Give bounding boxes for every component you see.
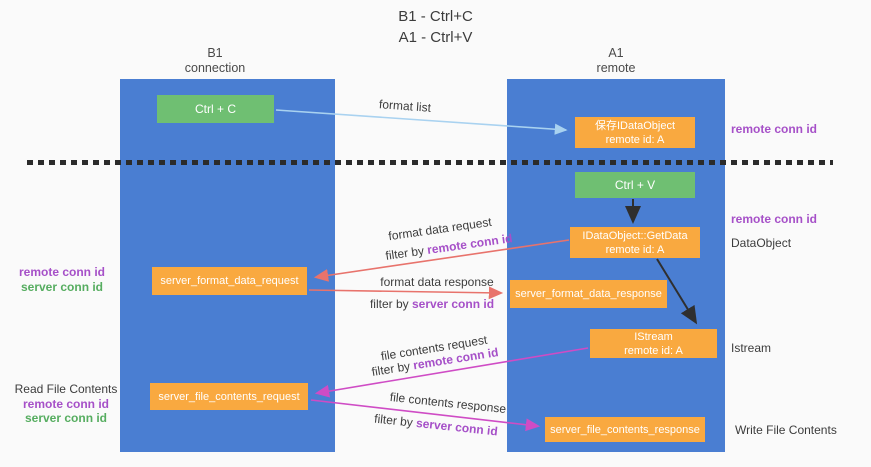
server-conn-id-key: server conn id [415, 415, 499, 439]
remote-conn-id-label: remote conn id [18, 265, 105, 279]
left-conn-id-labels: remote conn id server conn id [12, 265, 112, 294]
read-file-contents-label: Read File Contents [14, 382, 118, 396]
remote-conn-id-label-mid: remote conn id [731, 212, 818, 226]
ctrl-c-label: Ctrl + C [194, 102, 236, 116]
istream-line1: IStream [634, 330, 673, 343]
format-data-response-label: format data response [380, 275, 494, 289]
file-contents-response-filter-label: filter by server conn id [361, 410, 512, 440]
filter-by-prefix: filter by [373, 411, 414, 430]
lane-a1-role: remote [596, 61, 636, 75]
title-line-2: A1 - Ctrl+V [398, 29, 473, 46]
server-file-contents-request-label: server_file_contents_request [158, 390, 300, 403]
copy-paste-separator-line [27, 160, 833, 165]
save-idataobject-line2: remote id: A [605, 133, 665, 146]
idataobject-getdata-box: IDataObject::GetData remote id: A [570, 227, 700, 258]
server-conn-id-key: server conn id [412, 297, 495, 311]
server-file-contents-response-box: server_file_contents_response [545, 417, 705, 442]
save-idataobject-box: 保存IDataObject remote id: A [575, 117, 695, 148]
remote-conn-id-label: remote conn id [22, 396, 109, 411]
lane-header-a1: A1 remote [556, 46, 676, 76]
dataobject-label: DataObject [731, 236, 792, 250]
ctrl-v-label: Ctrl + V [614, 178, 656, 192]
getdata-line1: IDataObject::GetData [582, 229, 688, 242]
format-list-label: format list [378, 97, 432, 115]
getdata-line2: remote id: A [605, 243, 665, 256]
read-file-contents-labels: Read File Contents remote conn id server… [10, 382, 122, 426]
lane-b1-role: connection [184, 61, 246, 75]
filter-by-prefix: filter by [384, 243, 425, 263]
server-conn-id-label: server conn id [20, 279, 104, 294]
ctrl-c-box: Ctrl + C [157, 95, 274, 123]
title-line-1: B1 - Ctrl+C [398, 8, 473, 25]
format-data-response-filter-label: filter by server conn id [357, 297, 507, 311]
server-file-contents-request-box: server_file_contents_request [150, 383, 308, 410]
server-format-data-response-box: server_format_data_response [510, 280, 667, 308]
server-file-contents-response-label: server_file_contents_response [550, 423, 700, 436]
server-format-data-request-box: server_format_data_request [152, 267, 307, 295]
format-data-response-arrow [308, 286, 504, 300]
istream-line2: remote id: A [624, 344, 683, 357]
write-file-contents-label: Write File Contents [735, 423, 837, 437]
server-format-data-request-label: server_format_data_request [160, 275, 299, 287]
diagram-title: B1 - Ctrl+C A1 - Ctrl+V [0, 6, 871, 48]
server-format-data-response-label: server_format_data_response [515, 288, 662, 300]
filter-by-prefix: filter by [369, 297, 409, 311]
remote-conn-id-label-top: remote conn id [731, 122, 818, 136]
lane-header-b1: B1 connection [155, 46, 275, 76]
ctrl-v-box: Ctrl + V [575, 172, 695, 198]
lane-b1-name: B1 [207, 46, 223, 60]
istream-label: Istream [731, 341, 772, 355]
server-conn-id-label: server conn id [24, 411, 108, 425]
lane-a1-name: A1 [608, 46, 624, 60]
istream-box: IStream remote id: A [590, 329, 717, 358]
save-idataobject-line1: 保存IDataObject [594, 119, 676, 132]
